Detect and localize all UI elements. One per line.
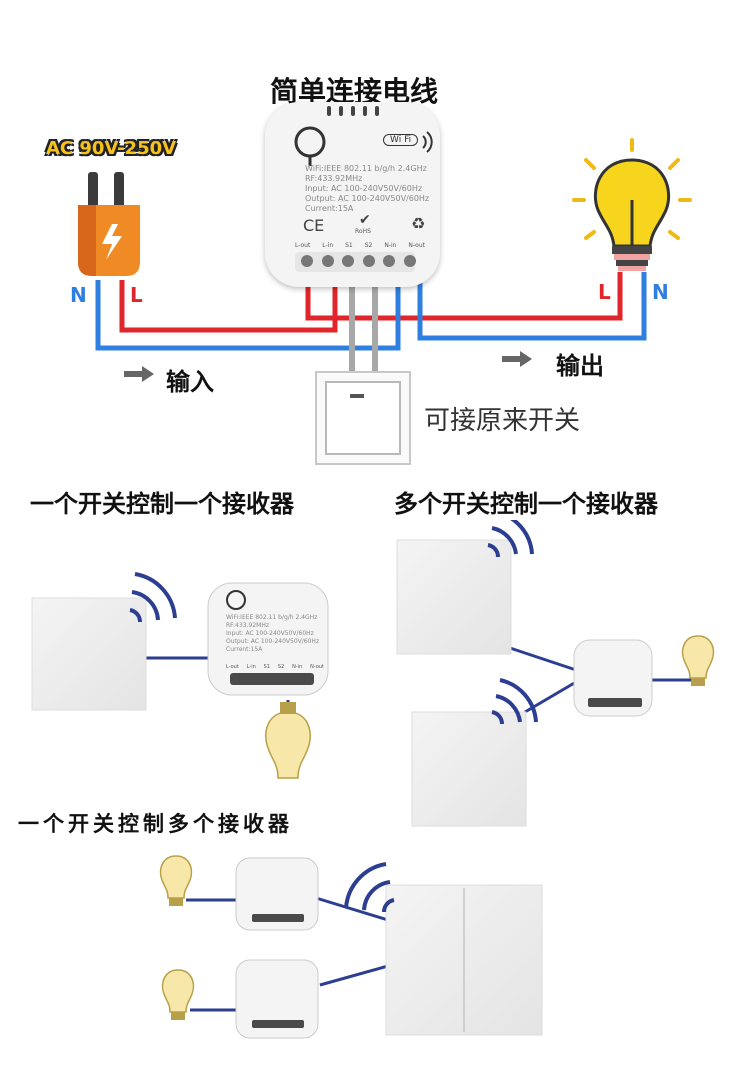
neutral-left-label: N	[70, 283, 87, 307]
reset-icon	[294, 126, 326, 158]
arrow-right-icon	[502, 351, 532, 367]
terminal-label: L-in	[322, 242, 334, 249]
neutral-output-wire	[417, 255, 647, 341]
screw-icon	[383, 255, 396, 267]
small-module-terminals: L-out L-in S1 S2 N-in N-out	[226, 664, 324, 670]
voltage-label: AC 90V-250V	[46, 138, 177, 159]
spec-text: WiFi:IEEE 802.11 b/g/h 2.4GHz RF:433.92M…	[305, 164, 429, 214]
terminal-label: N-out	[408, 242, 425, 249]
output-label: 输出	[556, 352, 604, 380]
spec-line: RF:433.92MHz	[226, 622, 270, 629]
scenes	[31, 520, 715, 1039]
scene-one-to-one	[31, 572, 329, 779]
smart-switch-module: Wi Fi WiFi:IEEE 802.11 b/g/h 2.4GHz RF:4…	[265, 102, 440, 287]
light-bulb-icon	[681, 635, 715, 686]
recycle-icon: ♻	[411, 214, 426, 233]
check-icon: ✔	[359, 212, 371, 228]
light-bulb-icon	[159, 855, 193, 906]
live-right-label: L	[598, 280, 611, 304]
screw-icon	[362, 255, 375, 267]
rohs-mark: RoHS	[355, 228, 371, 235]
wireless-signal-icon	[129, 572, 177, 623]
live-left-label: L	[130, 283, 143, 307]
terminal-labels: L-out L-in S1 S2 N-in N-out	[295, 242, 425, 249]
spec-line: WiFi:IEEE 802.11 b/g/h 2.4GHz	[226, 614, 318, 621]
terminal-label: S1	[345, 242, 353, 249]
wifi-badge: Wi Fi	[383, 134, 419, 146]
terminal-label: L-in	[246, 664, 256, 670]
wireless-signal-icon	[491, 678, 538, 725]
section-title-one-to-one: 一个开关控制一个接收器	[30, 490, 294, 518]
neutral-right-label: N	[652, 280, 669, 304]
light-bulb-icon	[265, 702, 311, 779]
screw-icon	[321, 255, 334, 267]
terminal-label: S2	[277, 664, 285, 670]
wireless-signal-icon	[344, 862, 395, 913]
terminal-label: L-out	[295, 242, 311, 249]
terminal-screws	[301, 255, 416, 267]
scene-one-to-many	[159, 855, 543, 1039]
input-label: 输入	[166, 368, 214, 396]
ce-mark: CE	[303, 216, 325, 235]
wall-switch	[315, 371, 411, 465]
wireless-signal-icon	[487, 520, 534, 558]
arrow-right-icon	[124, 366, 154, 382]
live-input-wire	[119, 255, 338, 333]
spec-line: Current:15A	[305, 204, 354, 213]
terminal-label: N-out	[310, 664, 324, 670]
terminal-label: S2	[364, 242, 373, 249]
spec-line: Output: AC 100-240V50V/60Hz	[305, 194, 430, 203]
terminal-label: S1	[263, 664, 270, 670]
spec-line: Current:15A	[226, 646, 263, 653]
spec-line: WiFi:IEEE 802.11 b/g/h 2.4GHz	[305, 164, 427, 173]
spec-line: Output: AC 100-240V50V/60Hz	[226, 638, 320, 645]
terminal-label: N-in	[292, 664, 303, 670]
section-title-many-to-one: 多个开关控制一个接收器	[394, 490, 658, 518]
small-module-spec: WiFi:IEEE 802.11 b/g/h 2.4GHz RF:433.92M…	[226, 614, 319, 654]
screw-icon	[342, 255, 355, 267]
terminal-label: N-in	[384, 242, 397, 249]
power-plug	[78, 172, 140, 276]
spec-line: Input: AC 100-240V50V/60Hz	[305, 184, 423, 193]
screw-icon	[301, 255, 313, 267]
spec-line: RF:433.92MHz	[305, 174, 363, 183]
light-bulb-icon	[572, 138, 692, 271]
switch-caption: 可接原来开关	[424, 406, 581, 436]
scene-many-to-one	[396, 520, 715, 827]
light-bulb-icon	[161, 969, 195, 1020]
spec-line: Input: AC 100-240V50V/60Hz	[226, 630, 314, 637]
section-title-one-to-many: 一个开关控制多个接收器	[18, 812, 293, 836]
screw-icon	[403, 255, 416, 267]
terminal-label: L-out	[226, 664, 239, 670]
